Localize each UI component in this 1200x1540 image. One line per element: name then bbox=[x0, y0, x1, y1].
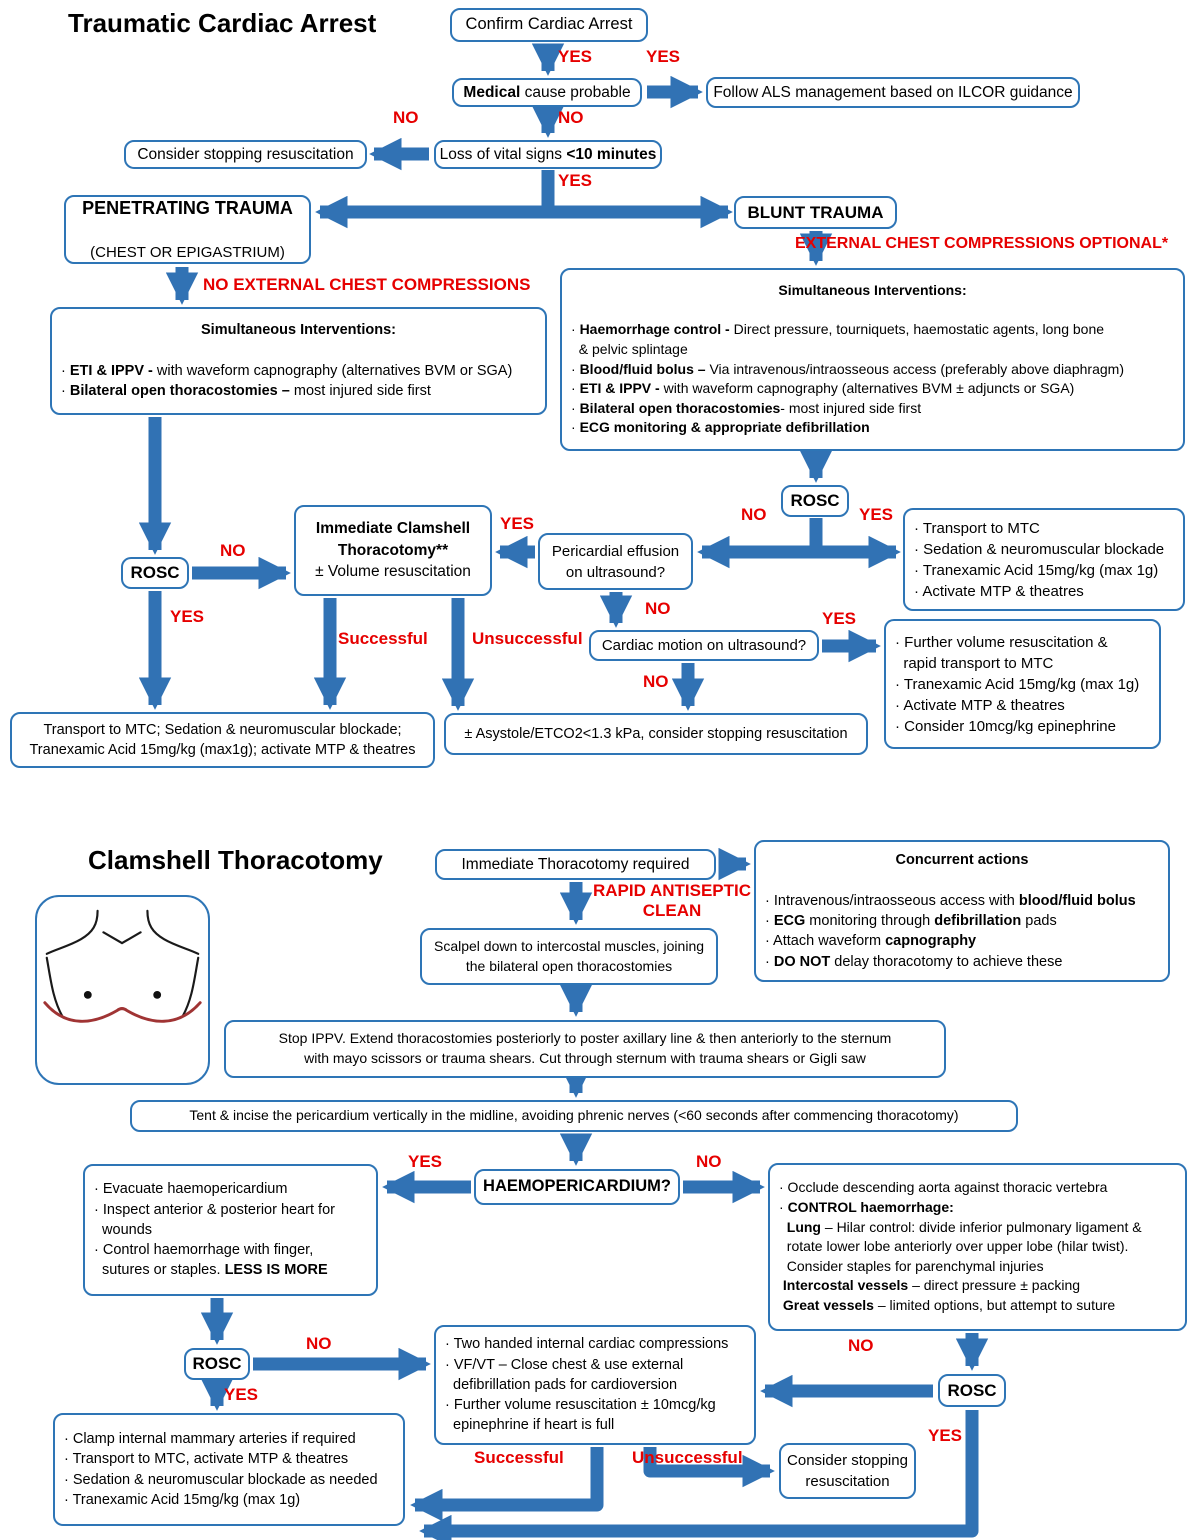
label-successful-clamshell: Successful bbox=[338, 629, 428, 648]
label-yes-confirm-down: YES bbox=[558, 47, 593, 66]
label-no-effusion: NO bbox=[645, 599, 671, 618]
label-no-haemopericardium: NO bbox=[696, 1152, 722, 1171]
node-rosc-thoracotomy-right: ROSC bbox=[938, 1374, 1006, 1407]
label-external-compressions-optional: EXTERNAL CHEST COMPRESSIONS OPTIONAL* bbox=[795, 235, 1169, 252]
node-stop-ippv-extend: Stop IPPV. Extend thoracostomies posteri… bbox=[224, 1020, 946, 1078]
node-rosc-blunt: ROSC bbox=[781, 485, 849, 517]
label-no-consider-stop: NO bbox=[393, 108, 419, 127]
node-occlude-aorta-control: · Occlude descending aorta against thora… bbox=[768, 1163, 1187, 1331]
chest-incision-figure bbox=[35, 895, 210, 1085]
label-clean: CLEAN bbox=[642, 901, 702, 920]
label-no-cardiac-motion: NO bbox=[643, 672, 669, 691]
node-loss-of-vital-signs: Loss of vital signs <10 minutes bbox=[434, 140, 662, 169]
page-title-traumatic-cardiac-arrest: Traumatic Cardiac Arrest bbox=[68, 8, 377, 38]
node-concurrent-actions: Concurrent actions · Intravenous/intraos… bbox=[754, 840, 1170, 982]
label-unsuccessful-clamshell: Unsuccessful bbox=[472, 629, 583, 648]
label-yes-rosc-right: YES bbox=[928, 1426, 963, 1445]
node-penetrating-interventions: Simultaneous Interventions: · ETI & IPPV… bbox=[50, 307, 547, 415]
label-no-external-compressions: NO EXTERNAL CHEST COMPRESSIONS bbox=[203, 275, 531, 294]
node-blunt-interventions: Simultaneous Interventions: · Haemorrhag… bbox=[560, 268, 1185, 451]
label-yes-cardiac-motion: YES bbox=[822, 609, 857, 628]
node-tent-incise-pericardium: Tent & incise the pericardium vertically… bbox=[130, 1100, 1018, 1132]
label-yes-rosc-penetrating: YES bbox=[170, 607, 205, 626]
node-haemopericardium: HAEMOPERICARDIUM? bbox=[474, 1169, 680, 1205]
label-yes-loss-down: YES bbox=[558, 171, 593, 190]
node-penetrating-trauma: PENETRATING TRAUMA (CHEST OR EPIGASTRIUM… bbox=[64, 195, 311, 264]
label-yes-effusion: YES bbox=[500, 514, 535, 533]
label-no-rosc-left: NO bbox=[306, 1334, 332, 1353]
label-no-rosc-blunt: NO bbox=[741, 505, 767, 524]
label-unsuccessful-compressions: Unsuccessful bbox=[632, 1448, 743, 1467]
node-cardiac-motion: Cardiac motion on ultrasound? bbox=[589, 630, 819, 661]
node-evacuate-haemopericardium: · Evacuate haemopericardium· Inspect ant… bbox=[83, 1164, 378, 1296]
label-rapid-antiseptic: RAPID ANTISEPTIC bbox=[592, 881, 752, 900]
node-consider-stopping-resuscitation-1: Consider stopping resuscitation bbox=[124, 140, 367, 169]
node-confirm-cardiac-arrest: Confirm Cardiac Arrest bbox=[450, 8, 648, 42]
chest-diagram bbox=[43, 909, 202, 1023]
label-yes-haemopericardium: YES bbox=[408, 1152, 443, 1171]
label-no-rosc-right: NO bbox=[848, 1336, 874, 1355]
label-successful-compressions: Successful bbox=[474, 1448, 564, 1467]
node-medical-cause-probable: Medical cause probable bbox=[452, 78, 642, 107]
node-further-volume-resuscitation: · Further volume resuscitation & rapid t… bbox=[884, 619, 1161, 749]
node-rosc-thoracotomy-left: ROSC bbox=[184, 1348, 250, 1380]
node-clamp-mammary-transport: · Clamp internal mammary arteries if req… bbox=[53, 1413, 405, 1526]
label-yes-medical-right: YES bbox=[646, 47, 681, 66]
node-rosc-penetrating: ROSC bbox=[121, 557, 189, 589]
node-scalpel-intercostal: Scalpel down to intercostal muscles, joi… bbox=[420, 928, 718, 985]
node-blunt-trauma: BLUNT TRAUMA bbox=[734, 196, 897, 229]
node-transport-mtc-right: · Transport to MTC· Sedation & neuromusc… bbox=[903, 508, 1185, 611]
node-follow-als-ilcor: Follow ALS management based on ILCOR gui… bbox=[706, 77, 1080, 108]
label-yes-rosc-left: YES bbox=[224, 1385, 259, 1404]
label-yes-rosc-blunt: YES bbox=[859, 505, 894, 524]
label-no-rosc-penetrating: NO bbox=[220, 541, 246, 560]
label-rapid-antiseptic-clean: RAPID ANTISEPTIC CLEAN bbox=[592, 881, 752, 921]
node-internal-cardiac-compressions: · Two handed internal cardiac compressio… bbox=[434, 1325, 756, 1445]
page-title-clamshell-thoracotomy: Clamshell Thoracotomy bbox=[88, 845, 383, 875]
label-no-medical-down: NO bbox=[558, 108, 584, 127]
node-asystole-consider-stopping: ± Asystole/ETCO2<1.3 kPa, consider stopp… bbox=[444, 713, 868, 755]
node-immediate-thoracotomy-required: Immediate Thoracotomy required bbox=[435, 849, 716, 880]
node-transport-mtc-left: Transport to MTC; Sedation & neuromuscul… bbox=[10, 712, 435, 768]
